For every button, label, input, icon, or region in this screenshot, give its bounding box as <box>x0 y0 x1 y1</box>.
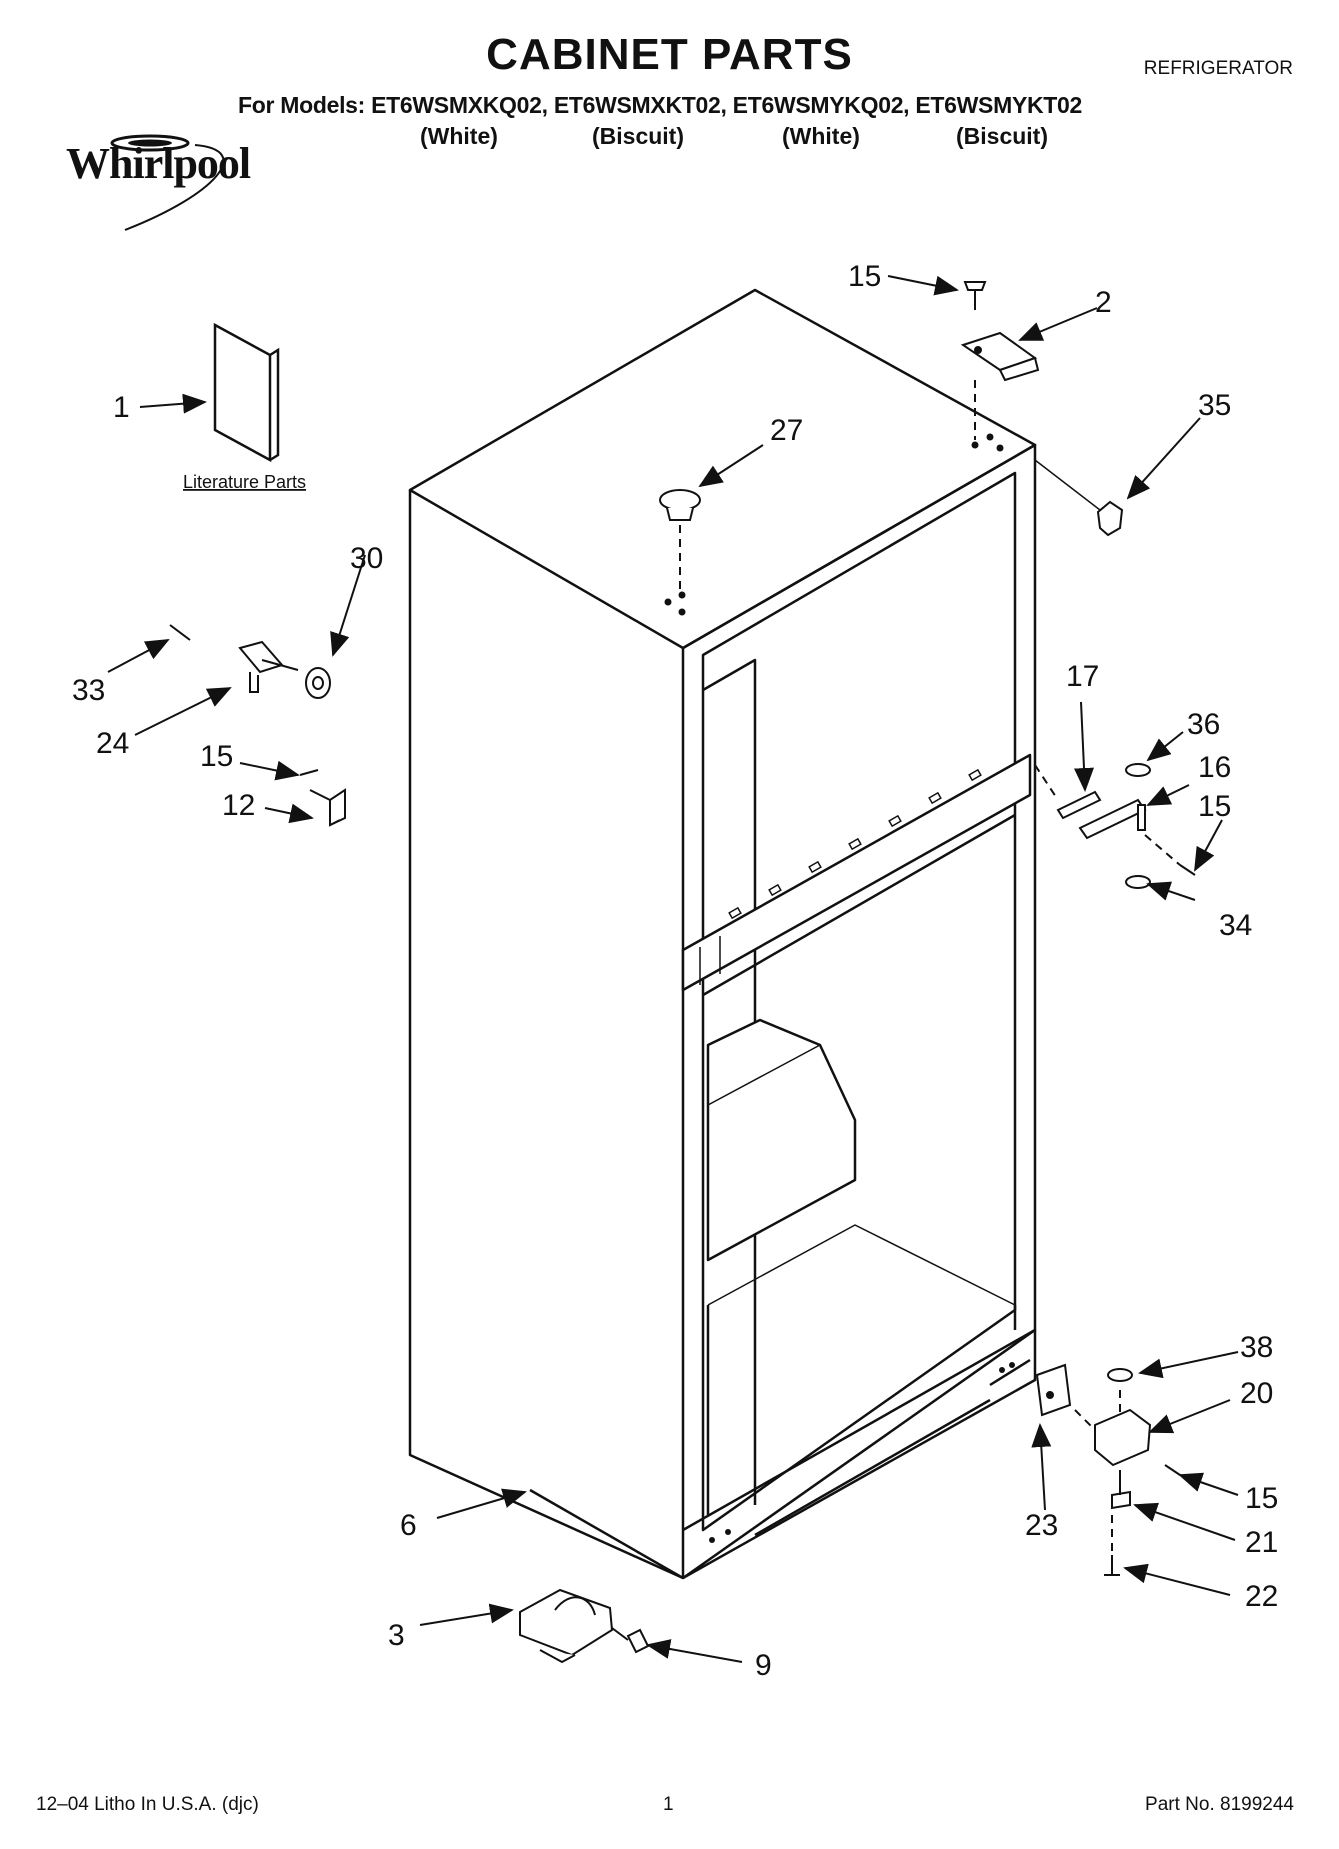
appliance-type: REFRIGERATOR <box>1143 58 1293 79</box>
center-hinge-dashed-line <box>1034 764 1181 866</box>
brand-logo: Whirlpool <box>66 139 251 188</box>
callout-24: 24 <box>96 727 129 760</box>
center-rail-slots <box>728 768 982 920</box>
part-toe-grille-clip <box>299 769 346 827</box>
part-hinge-top <box>960 281 1040 382</box>
model-color-1: (White) <box>420 123 498 149</box>
model-color-4: (Biscuit) <box>956 123 1048 149</box>
part-hinge-cover <box>1096 500 1124 537</box>
part-hinge-center <box>1056 763 1196 889</box>
callout-36: 36 <box>1187 708 1220 741</box>
part-top-plug <box>659 489 701 521</box>
callout-12: 12 <box>222 789 255 822</box>
literature-parts-book <box>213 322 280 463</box>
callout-16: 16 <box>1198 751 1231 784</box>
model-color-3: (White) <box>782 123 860 149</box>
callout-35: 35 <box>1198 389 1231 422</box>
callout-15-top: 15 <box>848 260 881 293</box>
leader-arrows <box>107 275 1239 1663</box>
callout-34: 34 <box>1219 909 1252 942</box>
callout-3: 3 <box>388 1619 405 1652</box>
callout-9: 9 <box>755 1649 772 1682</box>
callout-33: 33 <box>72 674 105 707</box>
models-line: For Models: ET6WSMXKQ02, ET6WSMXKT02, ET… <box>238 92 1083 118</box>
callout-23: 23 <box>1025 1509 1058 1542</box>
callout-20: 20 <box>1240 1377 1273 1410</box>
part-leveling-leg <box>519 1588 650 1664</box>
cabinet-hardware-holes <box>664 433 1015 1543</box>
callout-17: 17 <box>1066 660 1099 693</box>
model-color-2: (Biscuit) <box>592 123 684 149</box>
callout-38: 38 <box>1240 1331 1273 1364</box>
callout-22: 22 <box>1245 1580 1278 1613</box>
callout-6: 6 <box>400 1509 417 1542</box>
cabinet-outline <box>408 288 1037 1580</box>
callout-21: 21 <box>1245 1526 1278 1559</box>
callout-2: 2 <box>1095 286 1112 319</box>
footer-page-number: 1 <box>663 1794 674 1815</box>
callout-27: 27 <box>770 414 803 447</box>
callout-1: 1 <box>113 391 130 424</box>
callout-15-bottom: 15 <box>1245 1482 1278 1515</box>
cover-leader <box>1034 459 1101 511</box>
footer-litho: 12–04 Litho In U.S.A. (djc) <box>36 1794 259 1815</box>
footer-part-number: Part No. 8199244 <box>1145 1794 1294 1815</box>
brand-logo-swirl <box>110 134 225 231</box>
callout-15-left: 15 <box>200 740 233 773</box>
literature-parts-label: Literature Parts <box>183 472 306 492</box>
bottom-hinge-dashed-line <box>1074 1390 1121 1555</box>
page-title: CABINET PARTS <box>486 30 853 79</box>
part-roller-assembly <box>169 624 331 699</box>
callout-15-center: 15 <box>1198 790 1231 823</box>
part-hinge-bottom <box>1035 1363 1181 1576</box>
callout-30: 30 <box>350 542 383 575</box>
